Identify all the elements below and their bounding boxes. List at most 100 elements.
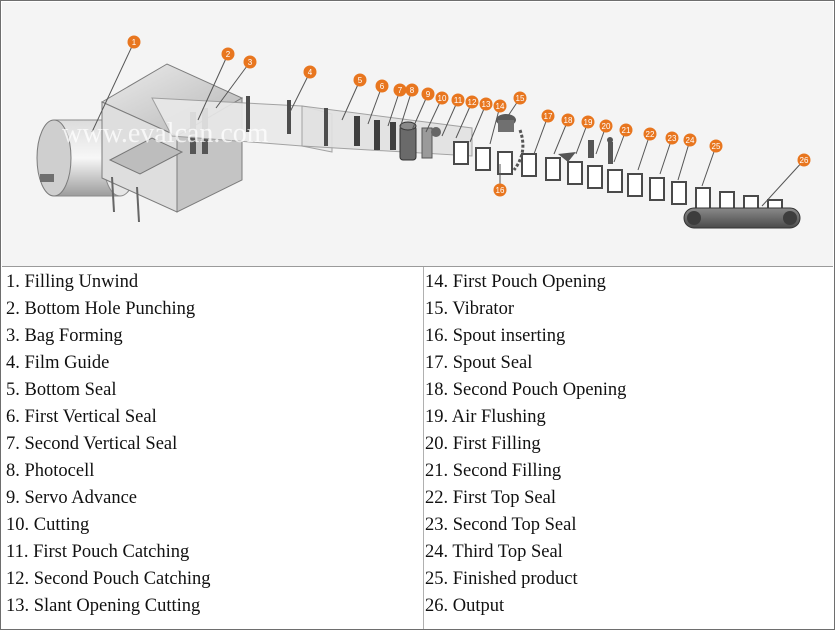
callout-number: 7 bbox=[398, 86, 403, 95]
legend-item: 1. Filling Unwind bbox=[6, 272, 139, 292]
pouch bbox=[497, 151, 513, 175]
callout-number: 3 bbox=[248, 58, 253, 67]
callout-marker bbox=[493, 99, 507, 113]
callout-number: 1 bbox=[132, 38, 137, 47]
callout-leader bbox=[761, 159, 805, 207]
legend-item: 7. Second Vertical Seal bbox=[6, 434, 178, 454]
callout-marker bbox=[581, 115, 595, 129]
legend-item: 15. Vibrator bbox=[425, 299, 514, 319]
callout-marker bbox=[243, 55, 257, 69]
pouch bbox=[545, 157, 561, 181]
callout-marker bbox=[709, 139, 723, 153]
callout-marker bbox=[797, 153, 811, 167]
legend-item: 8. Photocell bbox=[6, 461, 95, 481]
callout-marker bbox=[303, 65, 317, 79]
legend-item: 20. First Filling bbox=[425, 434, 541, 454]
callout-marker bbox=[683, 133, 697, 147]
callout-number: 15 bbox=[516, 94, 525, 103]
callout-marker bbox=[375, 79, 389, 93]
vibrator bbox=[496, 114, 525, 171]
output-conveyor bbox=[683, 207, 801, 229]
callout-marker bbox=[405, 83, 419, 97]
callout-leader bbox=[489, 105, 501, 145]
legend-item: 25. Finished product bbox=[425, 569, 578, 589]
legend-item: 11. First Pouch Catching bbox=[6, 542, 190, 562]
legend-item: 19. Air Flushing bbox=[425, 407, 546, 427]
callout-number: 19 bbox=[584, 118, 593, 127]
machine-illustration: 1234567891011121314151617181920212223242… bbox=[36, 35, 811, 229]
legend-divider bbox=[423, 267, 424, 629]
callout-leader bbox=[197, 53, 229, 121]
pouch bbox=[607, 169, 623, 193]
callout-number: 22 bbox=[646, 130, 655, 139]
legend-item: 16. Spout inserting bbox=[425, 326, 566, 346]
legend-item: 12. Second Pouch Catching bbox=[6, 569, 211, 589]
callout-number: 21 bbox=[622, 126, 631, 135]
callout-leader bbox=[367, 85, 383, 125]
callout-marker bbox=[353, 73, 367, 87]
pouch bbox=[567, 161, 583, 185]
callout-number: 9 bbox=[426, 90, 431, 99]
legend-item: 14. First Pouch Opening bbox=[425, 272, 606, 292]
callout-number: 24 bbox=[686, 136, 695, 145]
callout-number: 11 bbox=[454, 96, 463, 105]
callout-marker bbox=[393, 83, 407, 97]
callout-number: 12 bbox=[468, 98, 477, 107]
callout-leader bbox=[399, 89, 413, 129]
callout-leader bbox=[677, 139, 691, 181]
callout-leader bbox=[341, 79, 361, 121]
legend-item: 13. Slant Opening Cutting bbox=[6, 596, 201, 616]
callout-number: 17 bbox=[544, 112, 553, 121]
legend-item: 17. Spout Seal bbox=[425, 353, 533, 373]
legend-item: 18. Second Pouch Opening bbox=[425, 380, 627, 400]
legend-table: 1. Filling Unwind 2. Bottom Hole Punching… bbox=[2, 267, 833, 629]
callout-marker bbox=[435, 91, 449, 105]
callout-leader bbox=[441, 99, 459, 137]
pouch bbox=[671, 181, 687, 205]
callout-marker bbox=[127, 35, 141, 49]
callout-number: 13 bbox=[482, 100, 491, 109]
callout-marker bbox=[465, 95, 479, 109]
callout-number: 26 bbox=[800, 156, 809, 165]
pouch bbox=[475, 147, 491, 171]
legend-item: 5. Bottom Seal bbox=[6, 380, 117, 400]
pouch bbox=[453, 141, 469, 165]
callout-marker bbox=[421, 87, 435, 101]
callout-marker bbox=[221, 47, 235, 61]
callout-number: 2 bbox=[226, 50, 231, 59]
callout-number: 20 bbox=[602, 122, 611, 131]
callout-leader bbox=[455, 101, 473, 139]
pouch bbox=[521, 153, 537, 177]
legend-item: 9. Servo Advance bbox=[6, 488, 138, 508]
callout-leader bbox=[469, 103, 487, 143]
callout-number: 14 bbox=[496, 102, 505, 111]
legend-item: 2. Bottom Hole Punching bbox=[6, 299, 196, 319]
legend-item: 3. Bag Forming bbox=[6, 326, 123, 346]
callout-marker bbox=[665, 131, 679, 145]
callout-leader bbox=[289, 71, 311, 113]
callout-marker bbox=[541, 109, 555, 123]
legend-item: 21. Second Filling bbox=[425, 461, 562, 481]
callout-number: 5 bbox=[358, 76, 363, 85]
callout-number: 4 bbox=[308, 68, 313, 77]
legend-item: 4. Film Guide bbox=[6, 353, 110, 373]
callout-leader bbox=[215, 61, 251, 109]
pouch bbox=[649, 177, 665, 201]
legend-column-left: 1. Filling Unwind 2. Bottom Hole Punching… bbox=[6, 269, 420, 620]
callout-marker bbox=[451, 93, 465, 107]
pouch bbox=[627, 173, 643, 197]
callout-number: 16 bbox=[496, 186, 505, 195]
callout-marker bbox=[479, 97, 493, 111]
legend-item: 26. Output bbox=[425, 596, 505, 616]
callout-leader bbox=[91, 41, 135, 133]
legend-item: 10. Cutting bbox=[6, 515, 90, 535]
callout-marker bbox=[599, 119, 613, 133]
sealing-stations bbox=[354, 116, 441, 161]
watermark: www.evalcan.com bbox=[62, 118, 269, 149]
pouch bbox=[695, 187, 711, 211]
legend-column-right: 14. First Pouch Opening 15. Vibrator 16. S… bbox=[425, 269, 829, 620]
callout-marker bbox=[561, 113, 575, 127]
